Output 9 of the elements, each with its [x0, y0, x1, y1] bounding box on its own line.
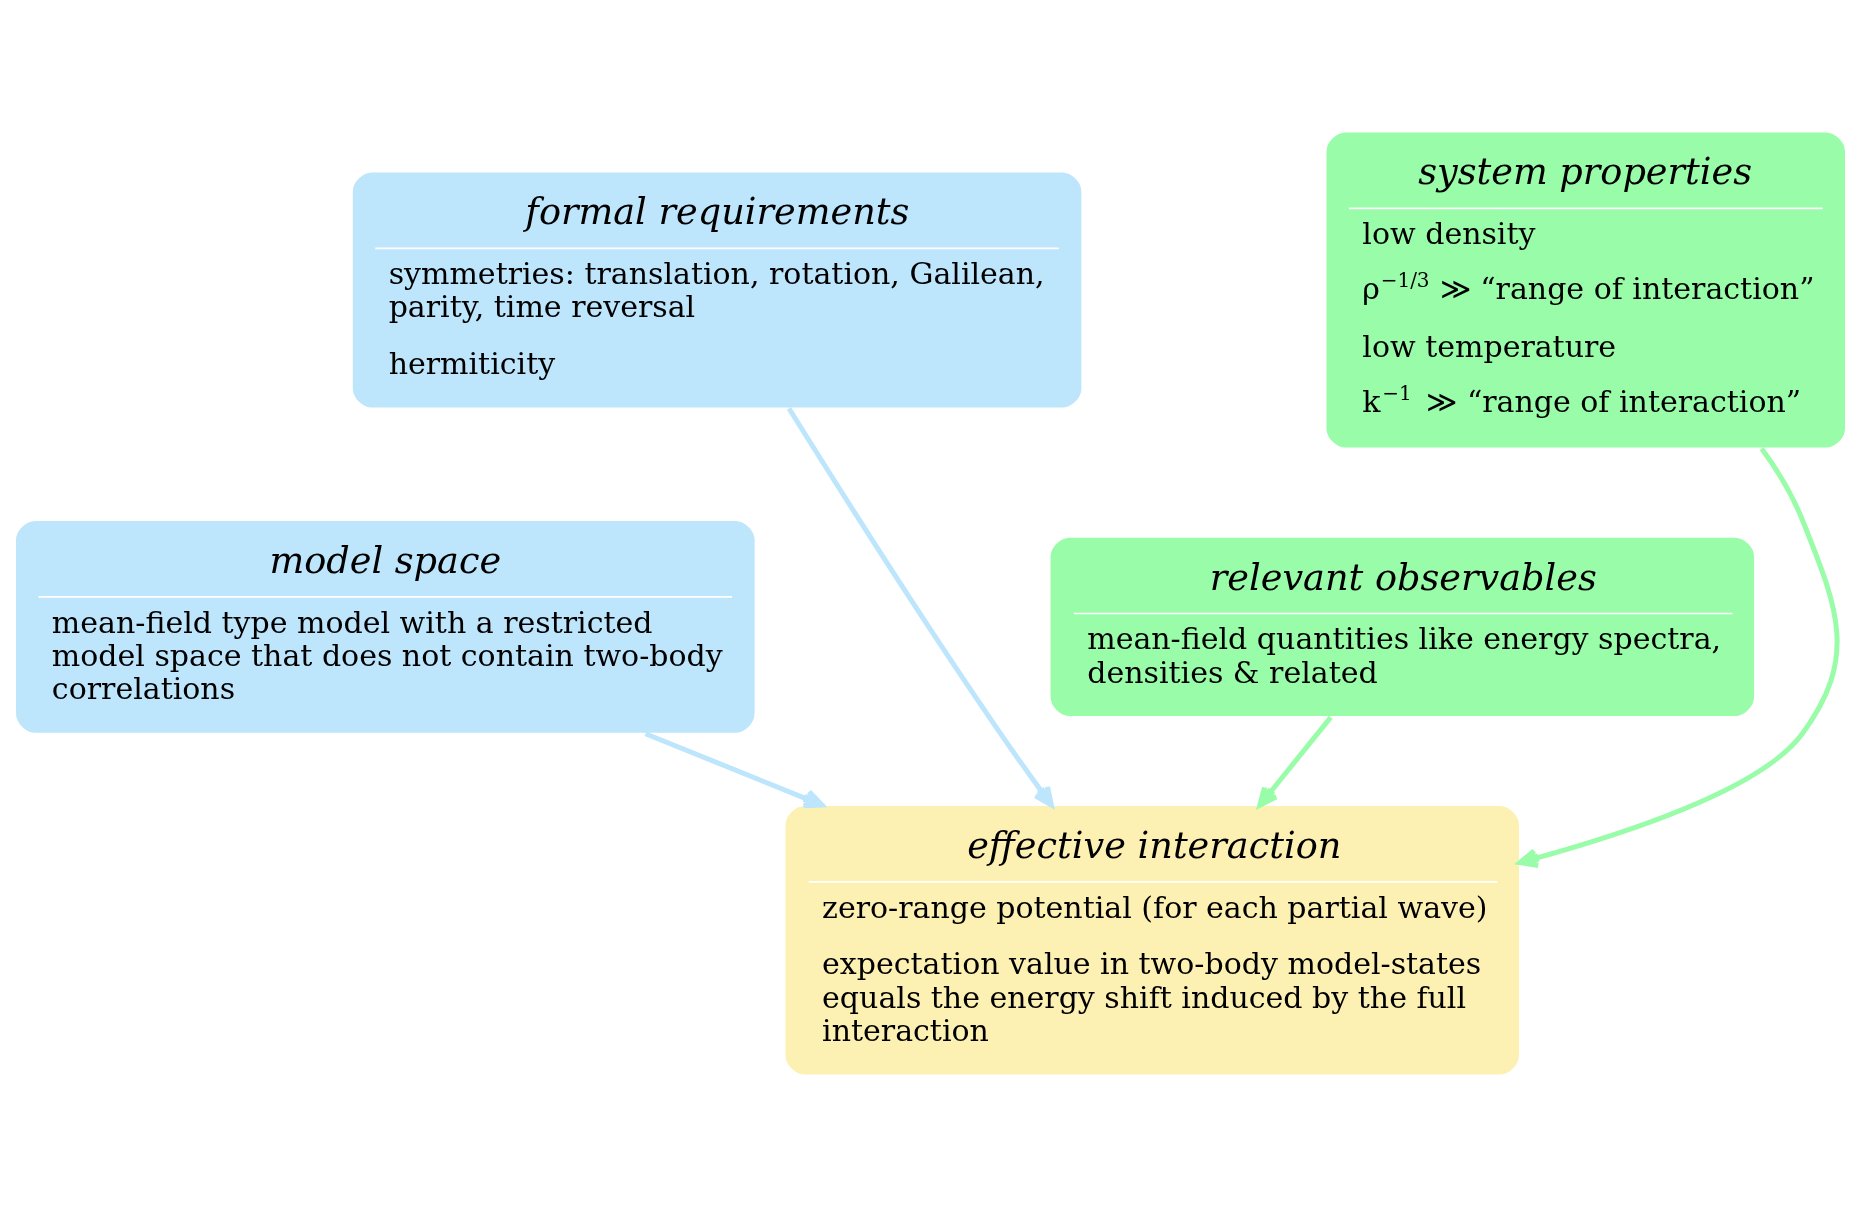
arrow — [786, 406, 1054, 807]
node-box: formal requirements symmetries: translation, rotation, Galilean, parity, time reversal hermiticity — [351, 170, 1084, 409]
arrow — [1517, 446, 1840, 868]
node-box: relevant observables mean-field quantities like energy spectra, densities & related — [1048, 535, 1756, 718]
arrow — [1257, 715, 1333, 808]
node-box: system properties low density ρ$^{−1/3}$ ≫ “range of interaction” low temperature k$^{−1}$ ≫ “range of interaction” — [1324, 130, 1847, 449]
arrow — [644, 730, 825, 808]
node-box: effective interaction zero-range potential (for each partial wave) expectation value in two-body model-states equals the energy shift induced by the full interaction — [783, 803, 1521, 1076]
node-box: model space mean-field type model with a restricted model space that does not contain two-body correlations — [14, 518, 757, 734]
